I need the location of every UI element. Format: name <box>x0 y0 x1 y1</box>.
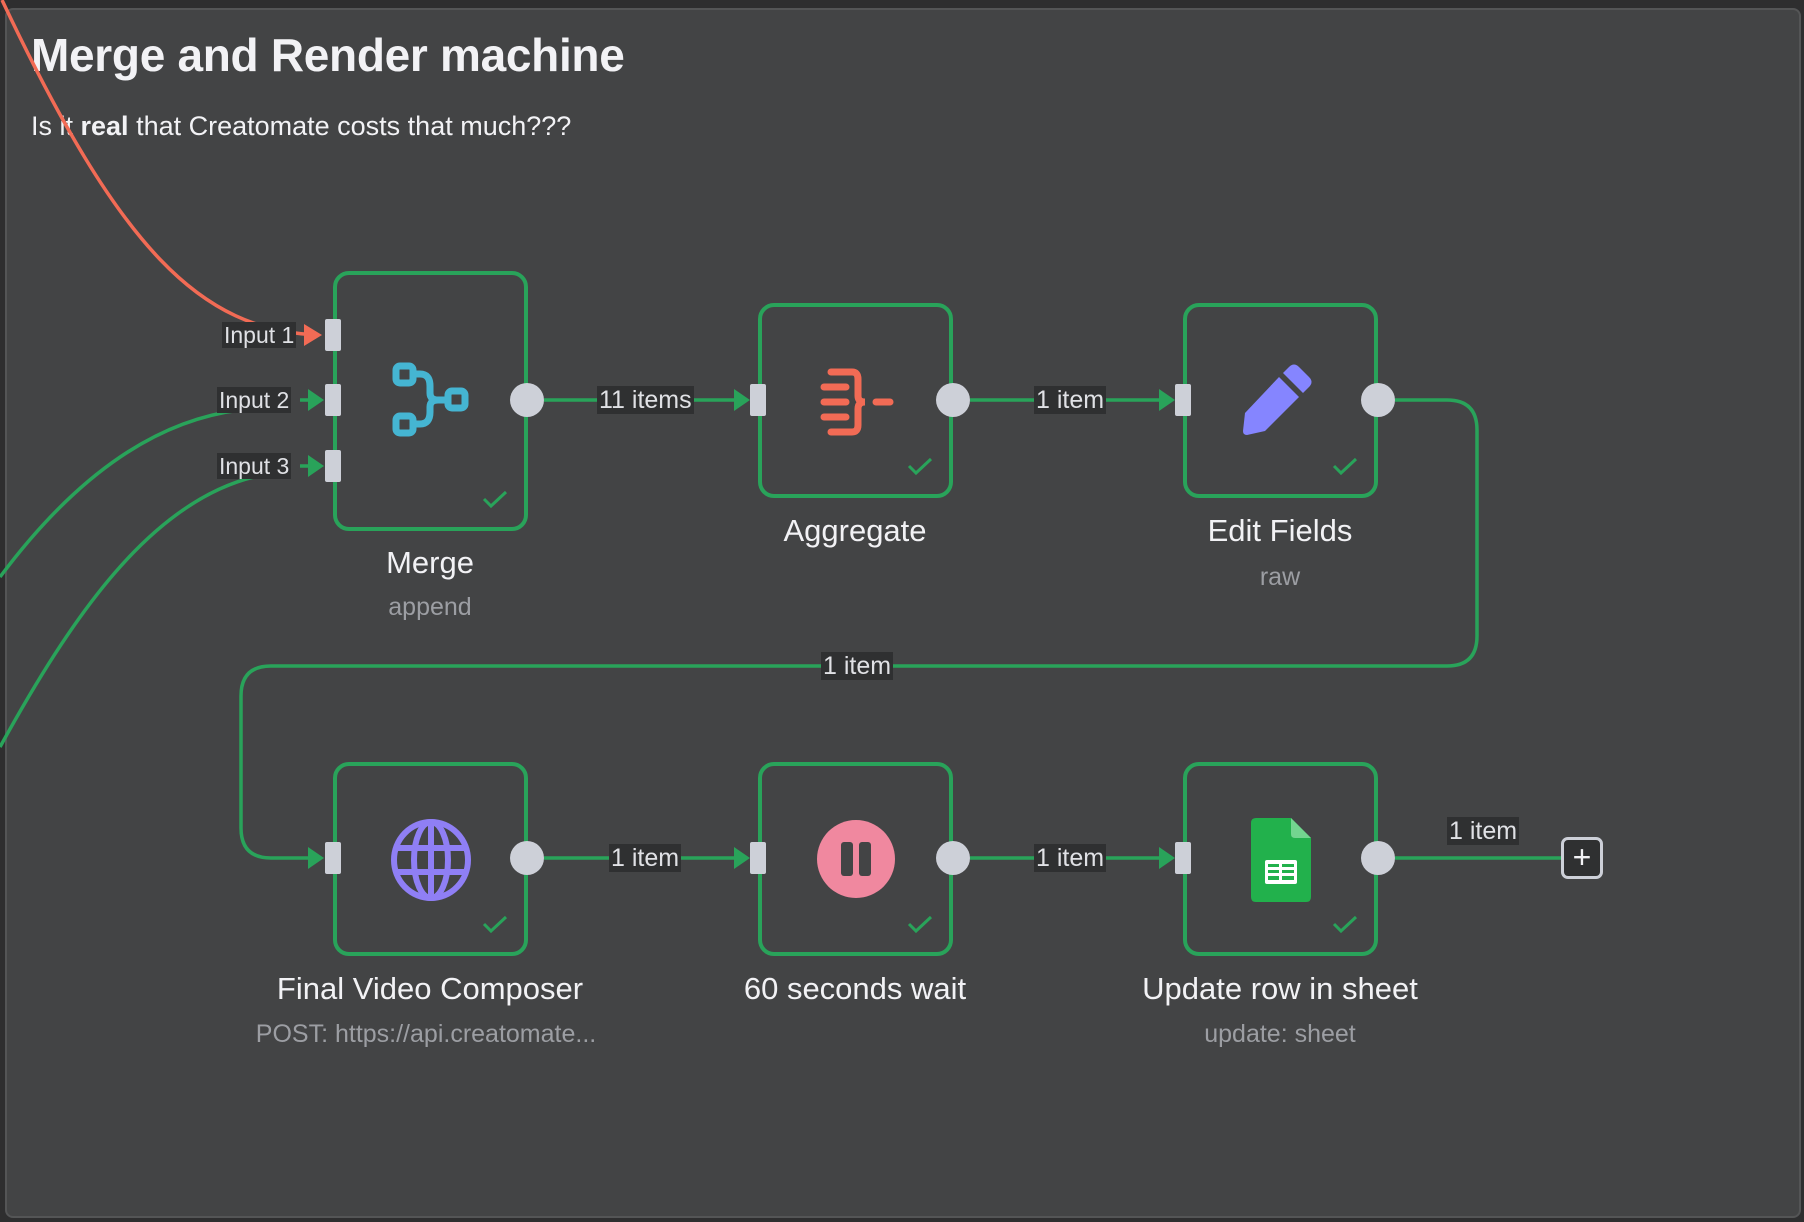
merge-input-1-label: Input 1 <box>222 322 297 348</box>
success-check-icon <box>907 915 933 934</box>
merge-input-3-handle[interactable] <box>325 450 341 482</box>
sticky-note-subtitle: Is it real that Creatomate costs that mu… <box>31 111 571 142</box>
aggregate-input-handle[interactable] <box>750 384 766 416</box>
success-check-icon <box>1332 457 1358 476</box>
node-edit-fields-subtitle: raw <box>1259 563 1301 591</box>
node-final-video-subtitle: POST: https://api.creatomate... <box>255 1020 597 1048</box>
merge-input-3-label: Input 3 <box>217 453 292 479</box>
arrow-head-green <box>734 389 750 411</box>
arrow-head-green <box>734 847 750 869</box>
success-check-icon <box>482 490 508 509</box>
subtitle-text: that Creatomate costs that much??? <box>128 111 572 141</box>
arrow-head-green <box>308 847 324 869</box>
sticky-note[interactable] <box>5 8 1801 1218</box>
globe-icon <box>391 819 471 901</box>
pause-icon <box>817 820 895 898</box>
add-node-button[interactable]: + <box>1561 837 1603 879</box>
merge-input-2-handle[interactable] <box>325 384 341 416</box>
node-wait[interactable] <box>758 762 953 956</box>
sticky-note-title: Merge and Render machine <box>31 29 625 81</box>
wait-output-handle[interactable] <box>936 841 970 875</box>
merge-input-2-label: Input 2 <box>217 387 292 413</box>
arrow-head-green <box>308 389 324 411</box>
update-row-output-handle[interactable] <box>1361 841 1395 875</box>
edge-label-merge-aggregate: 11 items <box>597 386 694 414</box>
connection-error-input-1[interactable] <box>0 0 319 337</box>
edge-label-aggregate-edit: 1 item <box>1034 386 1107 414</box>
node-final-video-composer[interactable] <box>333 762 528 956</box>
node-merge-title: Merge <box>386 545 474 580</box>
wait-input-handle[interactable] <box>750 842 766 874</box>
node-merge-subtitle: append <box>388 593 472 621</box>
update-row-input-handle[interactable] <box>1175 842 1191 874</box>
node-update-row-title: Update row in sheet <box>1142 971 1418 1006</box>
success-check-icon <box>482 915 508 934</box>
edge-label-final-video-wait: 1 item <box>609 844 682 872</box>
edit-fields-output-handle[interactable] <box>1361 383 1395 417</box>
node-edit-fields[interactable] <box>1183 303 1378 498</box>
merge-output-handle[interactable] <box>510 383 544 417</box>
edge-label-edit-final-video: 1 item <box>821 652 894 680</box>
final-video-input-handle[interactable] <box>325 842 341 874</box>
node-edit-fields-title: Edit Fields <box>1207 513 1353 548</box>
success-check-icon <box>1332 915 1358 934</box>
connection-input-3[interactable] <box>0 474 259 748</box>
connection-input-2[interactable] <box>0 408 241 579</box>
node-merge[interactable] <box>333 271 528 531</box>
aggregate-output-handle[interactable] <box>936 383 970 417</box>
node-aggregate-title: Aggregate <box>783 513 927 548</box>
node-final-video-title: Final Video Composer <box>276 971 584 1006</box>
arrow-head-red <box>304 324 322 346</box>
edge-label-wait-update: 1 item <box>1034 844 1107 872</box>
aggregate-icon <box>820 368 894 436</box>
merge-input-1-handle[interactable] <box>325 319 341 351</box>
pencil-icon <box>1243 364 1312 435</box>
subtitle-bold-text: real <box>80 111 129 141</box>
success-check-icon <box>907 457 933 476</box>
final-video-output-handle[interactable] <box>510 841 544 875</box>
google-sheets-icon <box>1251 818 1311 902</box>
node-wait-title: 60 seconds wait <box>743 971 967 1006</box>
node-aggregate[interactable] <box>758 303 953 498</box>
node-update-row-in-sheet[interactable] <box>1183 762 1378 956</box>
arrow-head-green <box>1159 847 1175 869</box>
merge-icon <box>392 362 469 437</box>
edge-label-update-add: 1 item <box>1447 817 1520 845</box>
edit-fields-input-handle[interactable] <box>1175 384 1191 416</box>
arrow-head-green <box>308 455 324 477</box>
node-update-row-subtitle: update: sheet <box>1204 1020 1356 1048</box>
arrow-head-green <box>1159 389 1175 411</box>
